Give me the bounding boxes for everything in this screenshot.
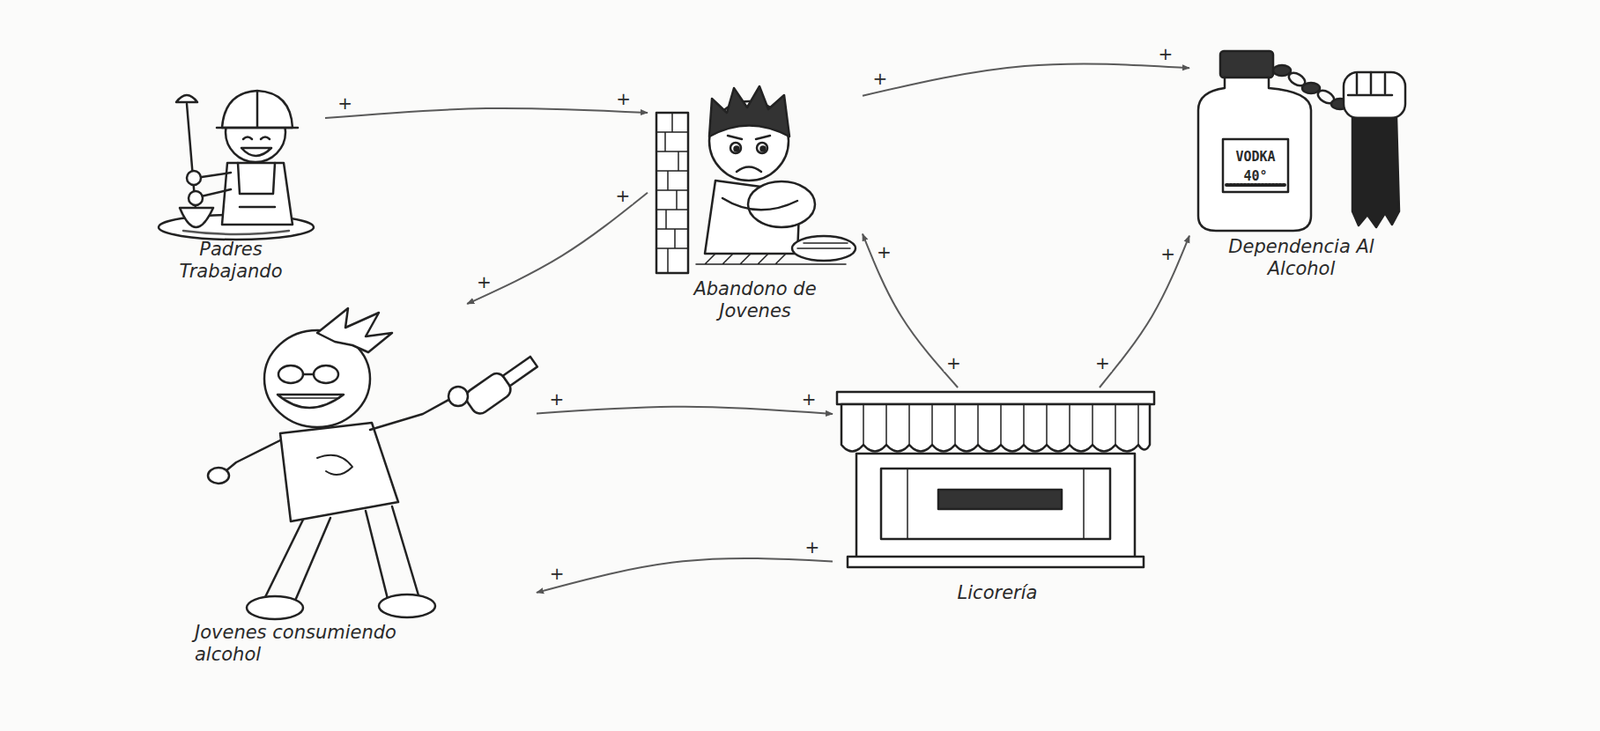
causal-arrow xyxy=(536,558,833,593)
polarity-sign: + xyxy=(548,564,567,583)
polarity-sign: + xyxy=(1156,44,1176,63)
causal-arrow xyxy=(862,234,958,389)
concept-node: Abandono de Jovenes xyxy=(647,83,863,326)
worker-figure xyxy=(158,90,314,240)
node-label: Abandono de Jovenes xyxy=(666,278,844,323)
node-text-block: Dependencia Al Alcohol xyxy=(1189,236,1414,281)
causal-arrow xyxy=(466,192,648,304)
concept-node: Padres Trabajando xyxy=(136,83,326,287)
sad-boy-figure xyxy=(656,86,856,274)
bottle-chain-figure xyxy=(1198,51,1406,231)
node-text-block: Licorería xyxy=(832,582,1163,605)
polarity-sign: + xyxy=(944,354,963,372)
causal-arrow xyxy=(536,407,833,415)
causal-arrow xyxy=(862,63,1190,96)
polarity-sign: + xyxy=(614,186,633,205)
causal-arrow xyxy=(1099,236,1190,388)
node-text-block: Padres Trabajando xyxy=(136,238,326,283)
node-label: Dependencia Al Alcohol xyxy=(1222,236,1381,281)
polarity-sign: + xyxy=(800,390,819,408)
polarity-sign: + xyxy=(1093,354,1112,372)
polarity-sign: + xyxy=(871,69,890,88)
causal-arrow xyxy=(325,108,648,119)
drinking-youth-figure xyxy=(207,308,541,620)
node-label: Licorería xyxy=(865,582,1130,605)
concept-node: Licorería xyxy=(832,387,1163,608)
node-text-block: Jovenes consumiendo alcohol xyxy=(189,622,537,667)
polarity-sign: + xyxy=(548,390,567,408)
polarity-sign: + xyxy=(1158,244,1178,263)
liquor-store-figure xyxy=(837,392,1155,568)
polarity-sign: + xyxy=(614,89,633,108)
concept-node: Dependencia Al Alcohol xyxy=(1189,44,1414,284)
node-label: Jovenes consumiendo alcohol xyxy=(194,622,451,667)
node-text-block: Abandono de Jovenes xyxy=(647,278,863,323)
bottle-label: 40° xyxy=(1243,170,1267,184)
bottle-label: VODKA xyxy=(1235,150,1275,164)
polarity-sign: + xyxy=(874,243,894,261)
polarity-sign: + xyxy=(474,273,494,291)
polarity-sign: + xyxy=(335,94,355,112)
concept-node: Jovenes consumiendo alcohol xyxy=(189,303,537,670)
polarity-sign: + xyxy=(802,538,822,556)
node-label: Padres Trabajando xyxy=(155,238,306,283)
